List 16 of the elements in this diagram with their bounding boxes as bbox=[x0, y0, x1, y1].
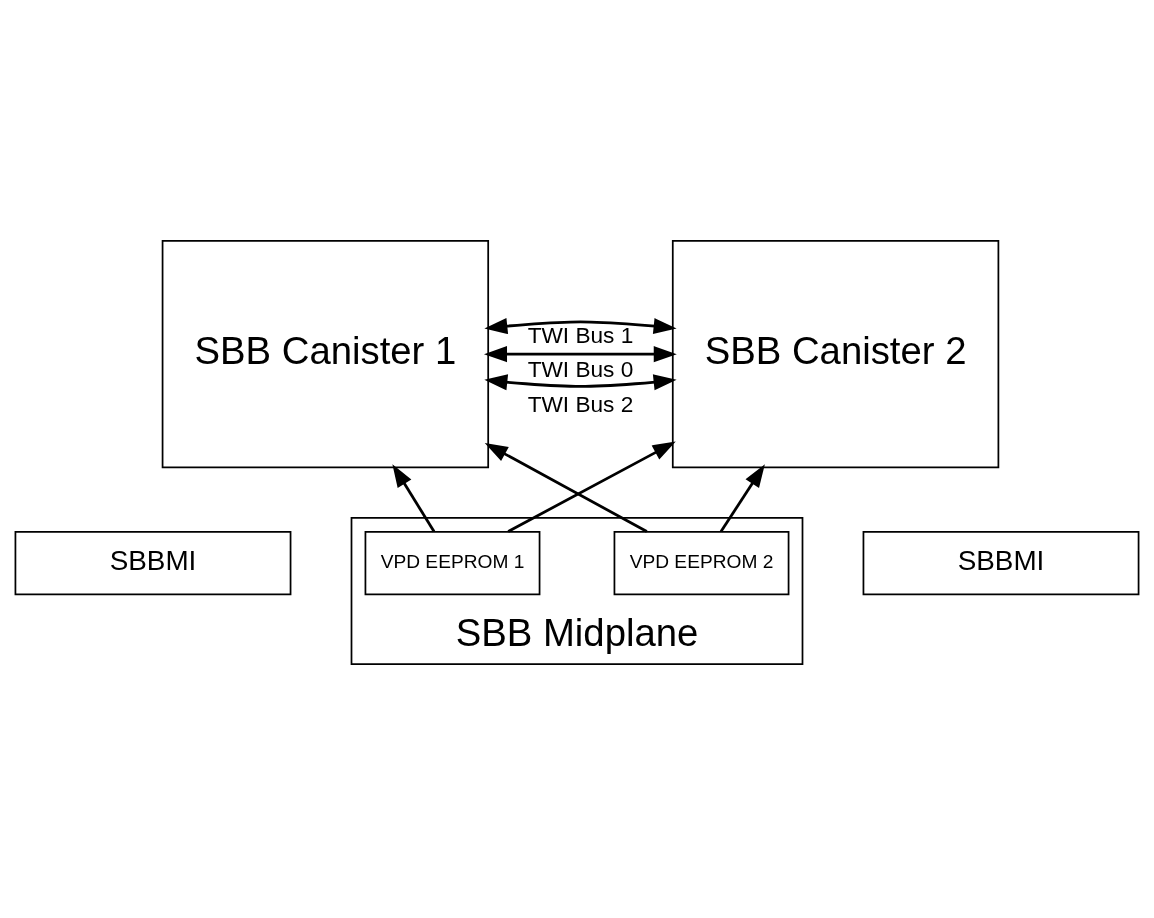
arrow bbox=[484, 345, 677, 362]
node-box: VPD EEPROM 1 bbox=[364, 530, 541, 595]
arrow bbox=[484, 317, 677, 334]
node-box: SBBMI bbox=[862, 530, 1140, 595]
arrow bbox=[484, 442, 648, 533]
node-box: SBB Canister 2 bbox=[671, 239, 1000, 468]
arrow bbox=[507, 441, 676, 533]
arrow bbox=[719, 463, 765, 532]
edge-label: TWI Bus 0 bbox=[527, 356, 634, 382]
node-box: VPD EEPROM 2 bbox=[613, 530, 790, 595]
edge-label: TWI Bus 2 bbox=[527, 391, 634, 417]
node-box: SBB Canister 1 bbox=[161, 239, 490, 468]
arrow bbox=[484, 373, 677, 390]
edge-label: TWI Bus 1 bbox=[527, 322, 634, 348]
node-box: SBBMI bbox=[14, 530, 292, 595]
arrow bbox=[392, 463, 436, 532]
